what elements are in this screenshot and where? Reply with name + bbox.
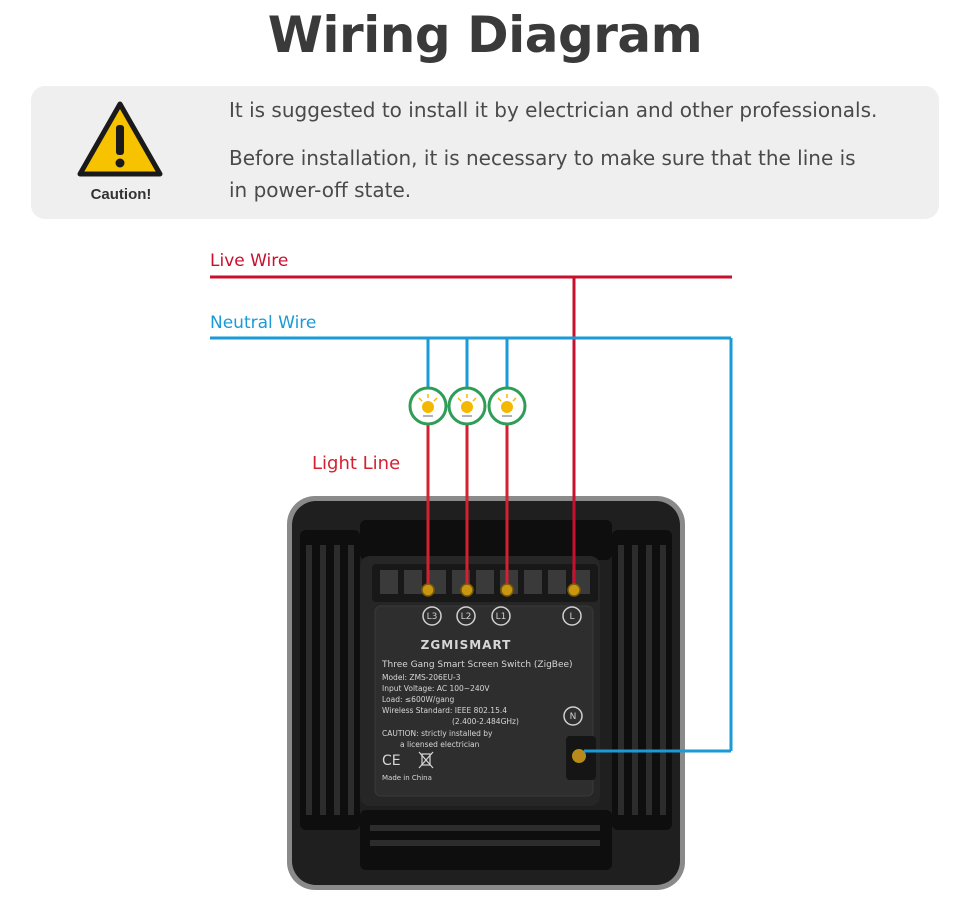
live-wire-label: Live Wire <box>210 251 289 271</box>
switch-device <box>287 496 685 890</box>
device-model: Model: ZMS-206EU-3 <box>382 673 461 682</box>
terminal-label-l2: L2 <box>461 612 472 622</box>
light-bulb-icon <box>447 386 487 426</box>
device-load: Load: ≤600W/gang <box>382 695 455 704</box>
terminal-label-l: L <box>569 612 574 622</box>
device-caution-2: a licensed electrician <box>400 740 480 749</box>
terminal-label-l3: L3 <box>427 612 438 622</box>
terminal-label-n: N <box>570 712 577 722</box>
warning-icon <box>77 101 163 177</box>
weee-bin-icon <box>418 751 434 769</box>
device-wireless: Wireless Standard: IEEE 802.15.4 <box>382 706 507 715</box>
device-brand: ZGMISMART <box>421 638 512 652</box>
caution-panel: Caution! It is suggested to install it b… <box>31 86 939 219</box>
light-bulb-icon <box>408 386 448 426</box>
neutral-wire-label: Neutral Wire <box>210 313 317 333</box>
live-wire <box>210 275 732 590</box>
device-voltage: Input Voltage: AC 100~240V <box>382 684 490 693</box>
device-name: Three Gang Smart Screen Switch (ZigBee) <box>381 660 573 670</box>
caution-text-2: Before installation, it is necessary to … <box>229 146 856 202</box>
device-frequency: (2.400-2.484GHz) <box>452 717 519 726</box>
device-caution-1: CAUTION: strictly installed by <box>382 729 493 738</box>
neutral-wire <box>210 336 733 753</box>
page-title: Wiring Diagram <box>267 6 703 64</box>
light-line-label: Light Line <box>312 453 401 474</box>
light-bulb-icon <box>487 386 527 426</box>
terminal-labels <box>422 606 583 726</box>
device-origin: Made in China <box>382 774 432 782</box>
terminal-screws <box>421 583 581 597</box>
ce-mark: CE <box>382 753 401 769</box>
caution-label: Caution! <box>90 186 152 203</box>
light-lines <box>426 424 509 590</box>
caution-text-1: It is suggested to install it by electri… <box>229 98 878 122</box>
terminal-label-l1: L1 <box>496 612 507 622</box>
